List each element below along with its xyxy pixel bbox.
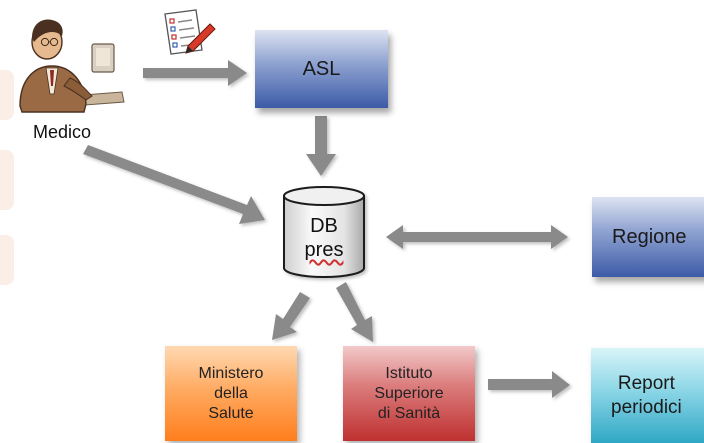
node-asl-label: ASL: [302, 57, 341, 80]
node-asl: ASL: [255, 30, 388, 108]
node-ministero-line2: della: [214, 384, 248, 402]
node-ministero-line3: Salute: [208, 404, 254, 422]
node-db-line2: pres: [304, 239, 344, 261]
watermark-mark: [0, 70, 14, 120]
arrow-db-regione: [386, 225, 568, 249]
node-iss-line3: di Sanità: [377, 404, 441, 422]
medico-label: Medico: [33, 122, 92, 142]
node-db-line1: DB: [310, 215, 338, 237]
node-db: DB pres: [284, 214, 364, 262]
node-report-line2: periodici: [611, 396, 682, 418]
node-ministero: Ministero della Salute: [165, 346, 297, 441]
node-report: Report periodici: [591, 348, 704, 443]
node-ministero-line1: Ministero: [198, 364, 264, 382]
node-iss-line2: Superiore: [374, 384, 444, 402]
arrow-iss-report: [488, 371, 570, 398]
node-iss: Istituto Superiore di Sanità: [343, 346, 475, 441]
node-report-line1: Report: [617, 372, 675, 394]
node-regione-label: Regione: [612, 225, 687, 248]
arrow-db-iss: [336, 282, 373, 342]
arrow-asl-db: [306, 116, 336, 176]
arrow-medico-db: [83, 145, 265, 224]
watermark-mark: [0, 235, 14, 285]
node-regione: Regione: [592, 197, 704, 277]
arrow-db-ministero: [272, 292, 310, 340]
watermark-mark: [0, 150, 14, 210]
arrow-medico-asl: [143, 60, 247, 86]
node-iss-line1: Istituto: [385, 364, 433, 382]
